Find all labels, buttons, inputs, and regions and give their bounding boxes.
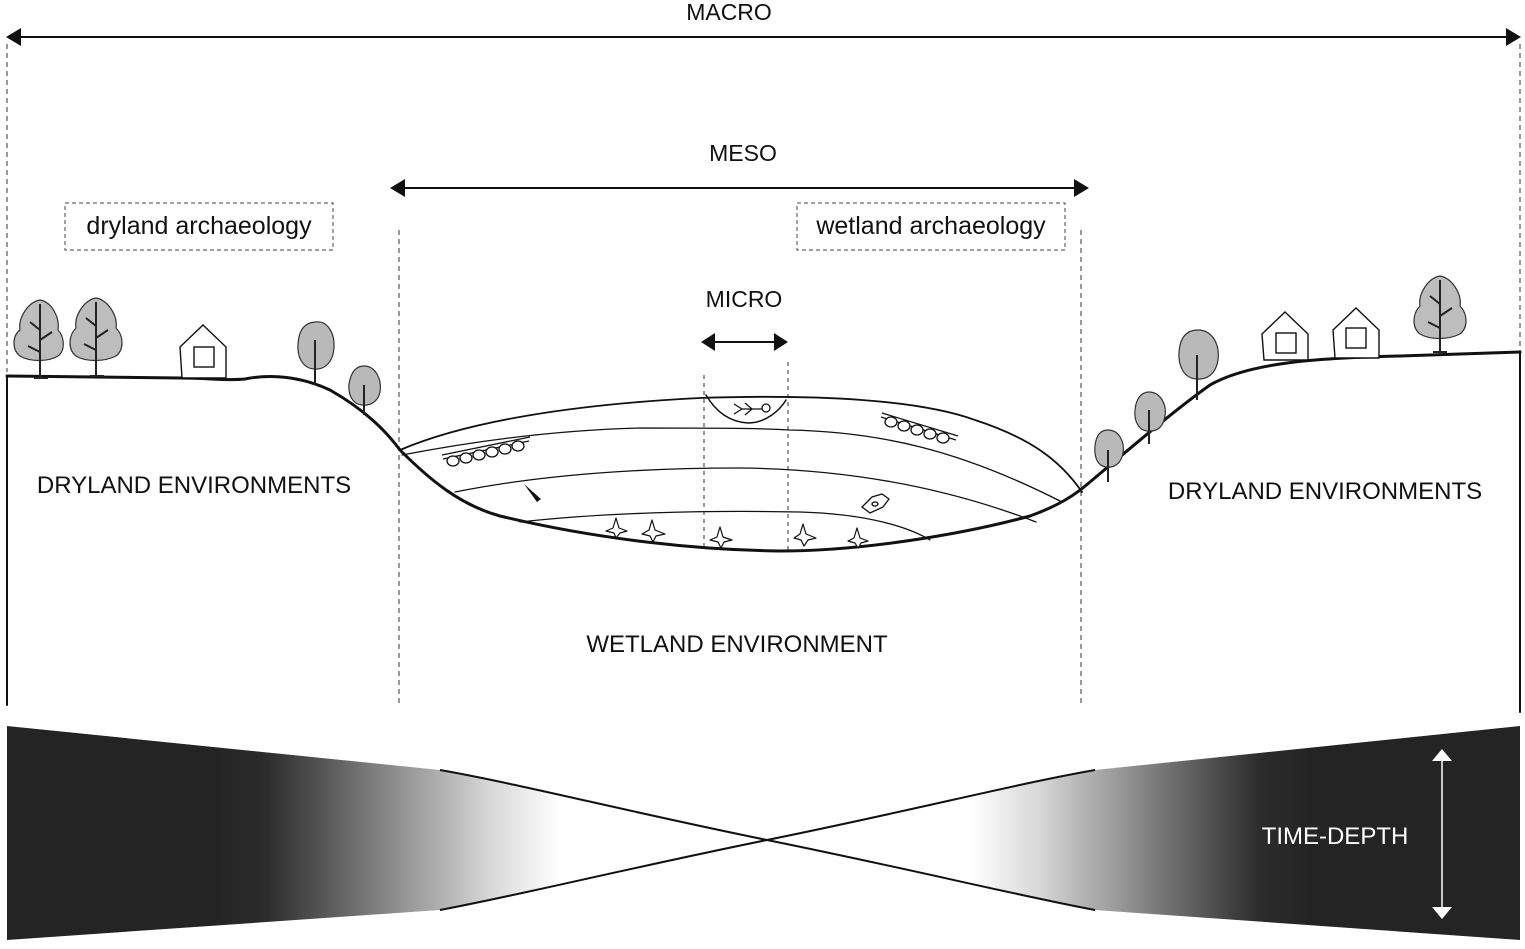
deposit-surface [399, 395, 1083, 493]
micro-arrow-right-head [774, 333, 788, 351]
tree-slope-left-1-icon [297, 321, 335, 385]
micro-label: MICRO [706, 286, 783, 312]
time-depth-left-wedge [7, 726, 767, 940]
meso-arrow-right-head [1074, 179, 1089, 197]
wetland-environment-label: WETLAND ENVIRONMENT [586, 631, 888, 658]
stake-icon [793, 523, 817, 547]
time-depth-label: TIME-DEPTH [1262, 823, 1409, 850]
wetland-deposits [399, 394, 1083, 541]
deposit-layer-2 [454, 467, 1037, 523]
ground-profile [5, 350, 1522, 713]
trackway-left-stone [511, 440, 525, 452]
trackway-right-stone [910, 424, 924, 436]
macro-label: MACRO [686, 0, 772, 25]
time-depth-right-wedge [767, 726, 1520, 940]
meso-arrow-left-head [390, 179, 405, 197]
time-depth-crossing-line-2 [439, 769, 1096, 911]
deposit-layer-1 [401, 427, 1063, 503]
time-depth-arrow-up-head [1432, 749, 1452, 761]
trackway-left-stone [459, 452, 473, 464]
house-right-1-icon [1261, 311, 1309, 361]
dryland-archaeology-frame [64, 202, 334, 251]
stake-icon [641, 519, 666, 543]
tree-slope-right-3-icon [1178, 329, 1219, 400]
stake-icon [605, 517, 628, 539]
macro-arrow-left-head [6, 28, 21, 46]
tree-slope-left-2-icon [348, 365, 381, 415]
house-left-icon [179, 324, 227, 379]
house-right-2-icon [1332, 307, 1380, 359]
wetland-archaeology-box: wetland archaeology [796, 202, 1066, 251]
trackway-right-stone [884, 416, 898, 428]
tree-slope-right-2-icon [1134, 391, 1166, 444]
macro-scale: MACRO [6, 0, 1521, 372]
micro-arrow-left-head [701, 333, 715, 351]
time-depth-band: TIME-DEPTH [7, 726, 1520, 940]
meso-scale: MESO [390, 140, 1089, 705]
trackway-right-plank [881, 412, 959, 437]
trackway-left-stone [472, 449, 486, 461]
dryland-environments-left-label: DRYLAND ENVIRONMENTS [37, 472, 351, 499]
micro-scale: MICRO [701, 286, 789, 550]
stake-icon [847, 527, 869, 549]
spearhead-icon [524, 484, 541, 502]
trackway-right-stone [923, 428, 937, 440]
tree-left-2-icon [69, 297, 123, 377]
tree-slope-right-1-icon [1094, 429, 1124, 482]
tree-left-1-icon [13, 299, 64, 379]
trackway-right-stone [936, 432, 950, 444]
bog-body-icon [733, 402, 771, 416]
time-depth-arrow-down-head [1432, 907, 1452, 919]
macro-arrow-right-head [1506, 28, 1521, 46]
deposit-layer-3 [519, 510, 931, 541]
dryland-archaeology-box: dryland archaeology [64, 202, 334, 251]
dryland-environments-right-label: DRYLAND ENVIRONMENTS [1168, 478, 1482, 505]
grave-pit [705, 394, 787, 424]
trackway-left-plank [441, 436, 531, 456]
dryland-archaeology-label: dryland archaeology [86, 212, 312, 240]
stone-tool-icon [861, 493, 890, 514]
wetland-archaeology-frame [796, 202, 1066, 251]
terrain-line [5, 350, 1522, 553]
meso-label: MESO [709, 140, 777, 166]
trackway-right-stone [897, 420, 911, 432]
tree-right-conifer-icon [1413, 275, 1467, 353]
trackway-left [441, 436, 531, 467]
trackway-left-stone [485, 446, 499, 458]
wetland-archaeology-label: wetland archaeology [815, 212, 1046, 240]
trackway-left-stone [498, 443, 512, 455]
trackway-right [880, 412, 959, 444]
trackway-left-stone [446, 455, 460, 467]
wooden-stakes [605, 517, 869, 549]
stake-icon [709, 526, 733, 549]
